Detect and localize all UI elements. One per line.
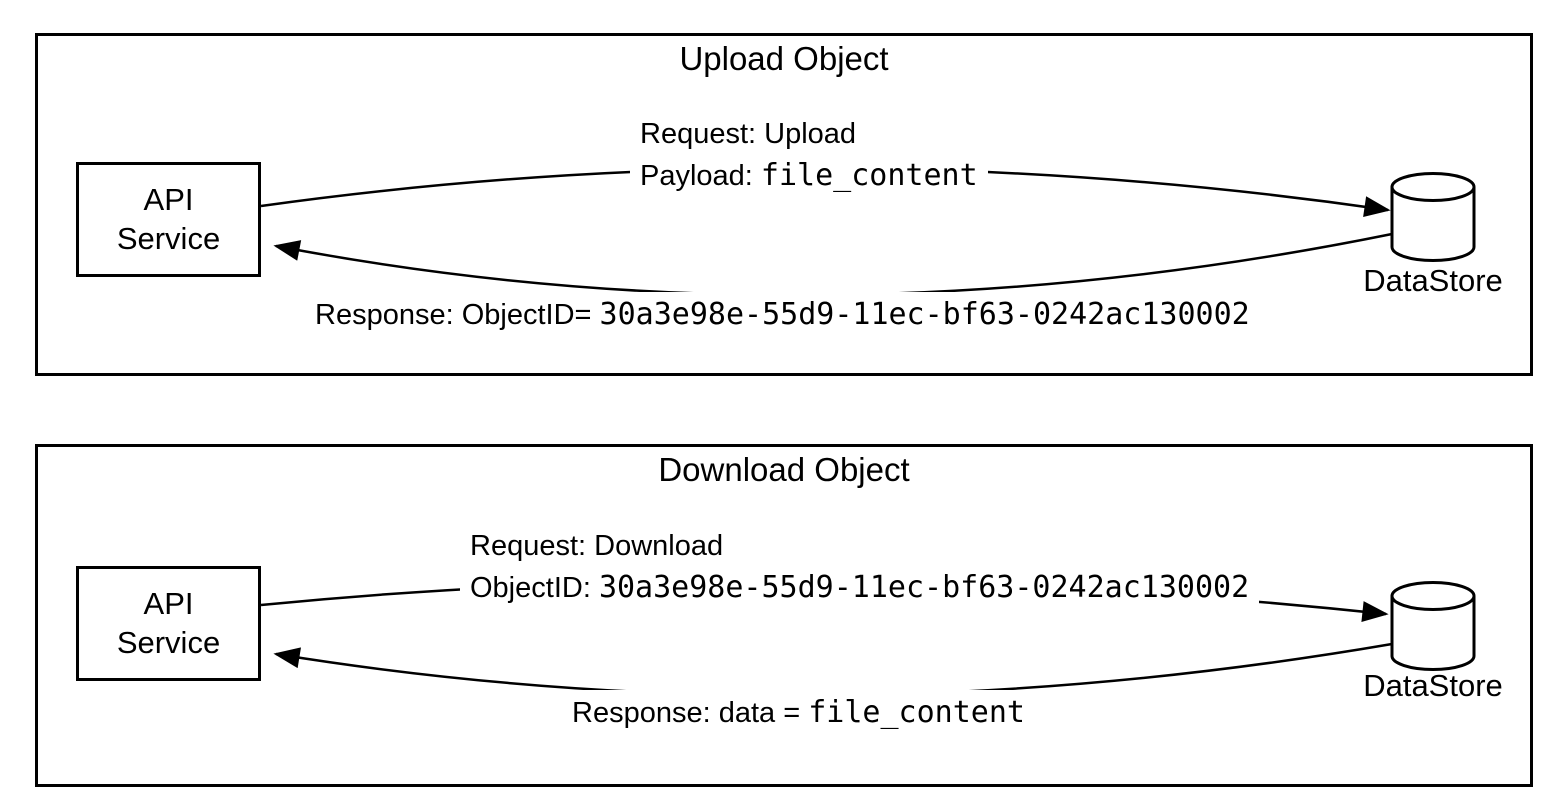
api-service-label-line2: Service xyxy=(116,624,221,660)
upload-response-object-id: 30a3e98e-55d9-11ec-bf63-0242ac130002 xyxy=(599,297,1250,332)
download-request-text: Request: Download xyxy=(470,530,724,562)
api-service-box-download: API Service xyxy=(76,566,261,681)
upload-payload-label: Payload: xyxy=(640,160,761,192)
upload-response-label: Response: ObjectID= 30a3e98e-55d9-11ec-b… xyxy=(305,292,1260,338)
datastore-label-download: DataStore xyxy=(1363,668,1503,703)
datastore-icon-download xyxy=(1390,581,1476,671)
download-response-arrow xyxy=(273,642,1393,697)
download-response-label: Response: data = file_content xyxy=(562,690,1035,736)
upload-request-text: Request: Upload xyxy=(640,118,857,150)
download-response-value: file_content xyxy=(808,695,1025,730)
upload-request-label: Request: Upload Payload: file_content xyxy=(630,112,988,199)
api-service-label-line2: Service xyxy=(116,220,221,256)
download-objectid-label: ObjectID: xyxy=(470,572,599,604)
download-request-line2: ObjectID: 30a3e98e-55d9-11ec-bf63-0242ac… xyxy=(470,567,1249,609)
api-service-label-line1: API xyxy=(143,181,194,217)
download-response-text: Response: data = xyxy=(572,697,809,729)
api-service-box-upload: API Service xyxy=(76,162,261,277)
upload-response-arrow xyxy=(273,232,1393,297)
upload-response-text: Response: ObjectID= xyxy=(315,299,600,331)
download-objectid-value: 30a3e98e-55d9-11ec-bf63-0242ac130002 xyxy=(598,570,1250,605)
datastore-icon-upload xyxy=(1390,172,1476,262)
api-service-label-line1: API xyxy=(143,585,194,621)
download-request-label: Request: Download ObjectID: 30a3e98e-55d… xyxy=(460,524,1260,611)
download-request-line1: Request: Download xyxy=(470,526,1249,567)
upload-payload-value: file_content xyxy=(760,158,978,193)
upload-request-line2: Payload: file_content xyxy=(640,155,978,197)
upload-panel-title: Upload Object xyxy=(679,40,889,77)
download-panel-title: Download Object xyxy=(658,451,910,488)
upload-request-line1: Request: Upload xyxy=(640,114,978,155)
datastore-label-upload: DataStore xyxy=(1363,263,1503,298)
